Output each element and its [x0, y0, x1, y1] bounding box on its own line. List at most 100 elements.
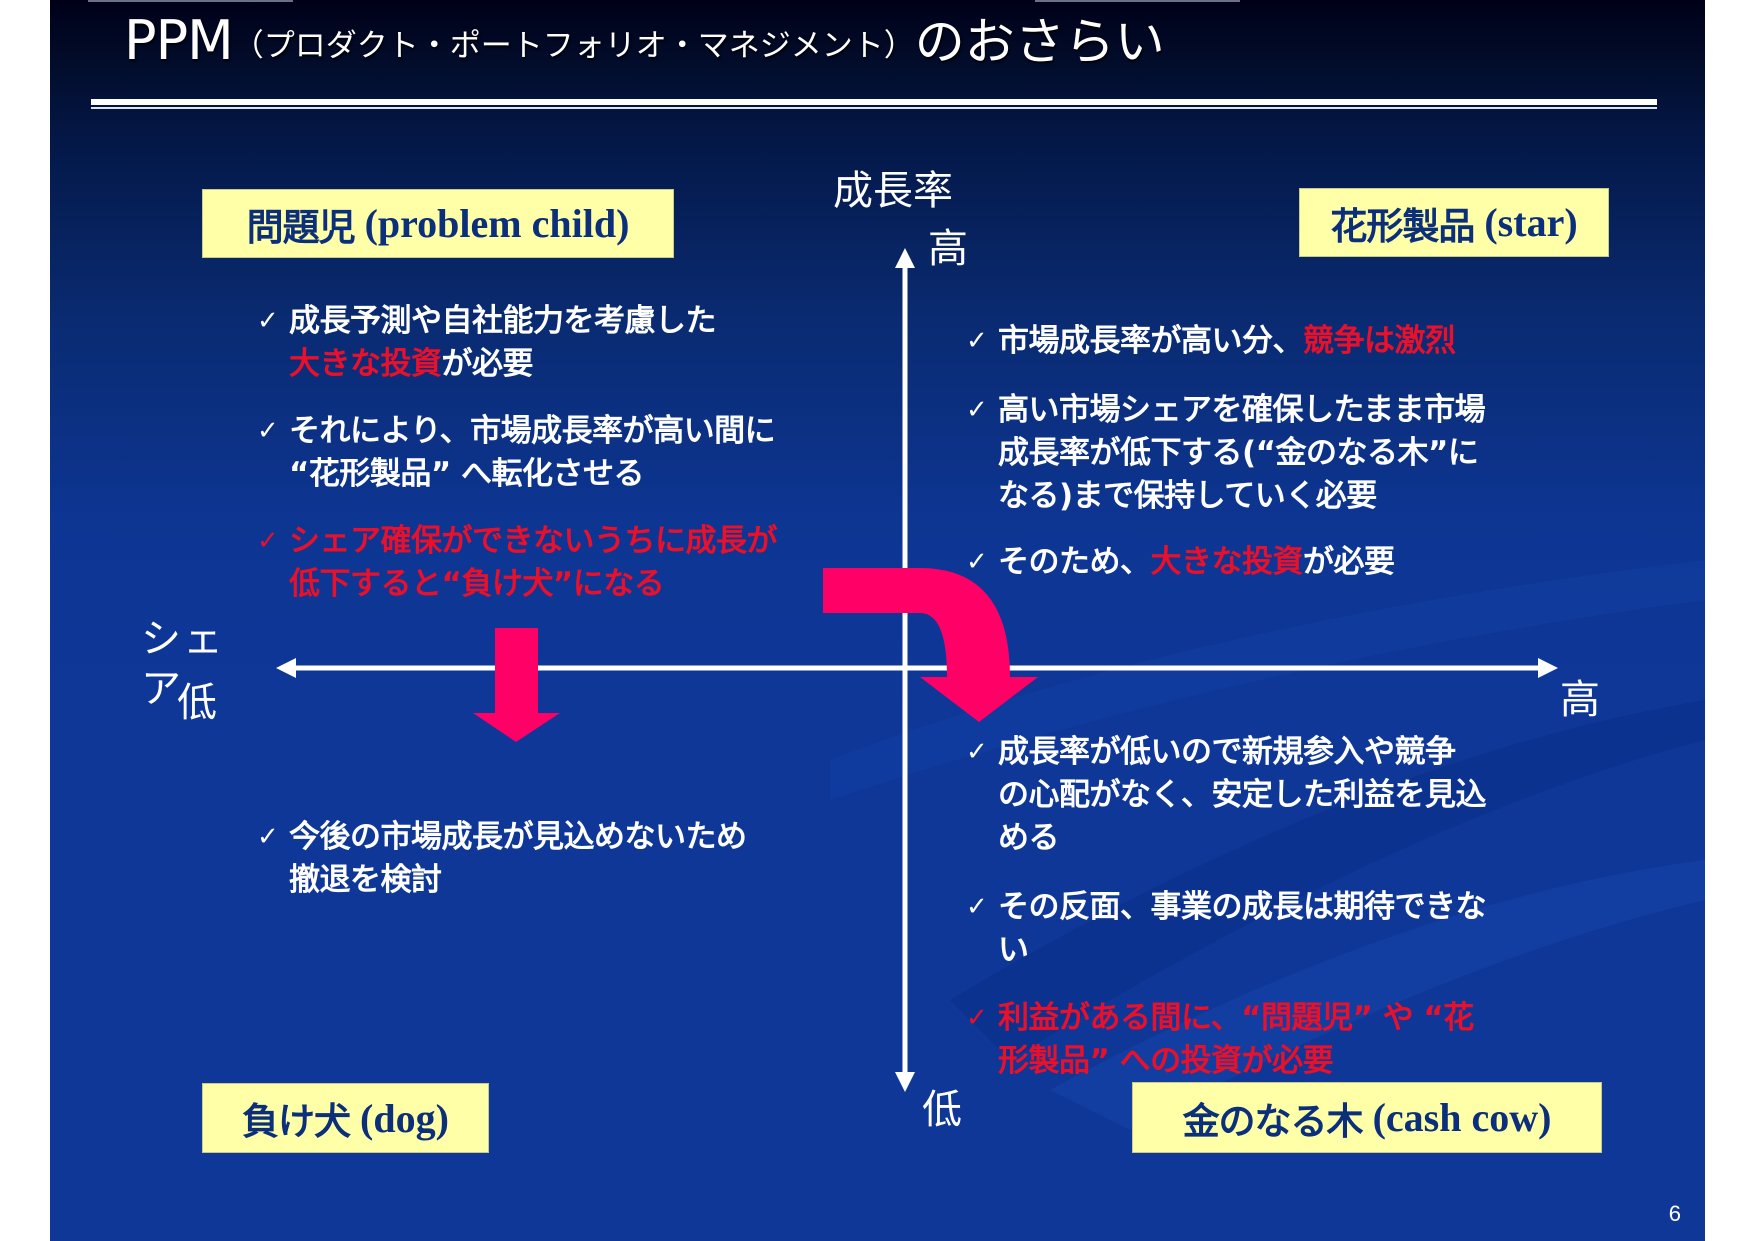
bullet-text: 市場成長率が高い分、 — [998, 323, 1304, 359]
bullet-line: それにより、市場成長率が高い間に — [289, 410, 776, 453]
bullet-item: ✓成長予測や自社能力を考慮した大きな投資が必要 — [257, 300, 717, 386]
emphasis-text: 低下すると“負け犬”になる — [289, 566, 665, 602]
label-jp: 問題児 — [246, 205, 356, 249]
bullet-line: 大きな投資が必要 — [289, 343, 716, 386]
bullet-line: 形製品” への投資が必要 — [998, 1040, 1474, 1083]
bullet-line: 低下すると“負け犬”になる — [289, 563, 777, 606]
title-main: PPM — [124, 9, 234, 72]
background-swoosh — [830, 560, 1705, 1130]
horizontal-axis-title: シェア低 — [141, 614, 231, 726]
bullet-item: ✓ シェア確保ができないうちに成長が低下すると“負け犬”になる — [257, 520, 778, 606]
bullet-item: ✓ 今後の市場成長が見込めないため撤退を検討 — [257, 816, 747, 902]
label-en: (star) — [1484, 200, 1578, 245]
checkmark-icon: ✓ — [257, 416, 279, 446]
ppm-matrix-axes — [276, 248, 1558, 1092]
bullet-text: “花形製品” へ転化させる — [289, 456, 645, 492]
emphasis-text: 競争は激烈 — [1303, 323, 1456, 359]
bullet-item: ✓ その反面、事業の成長は期待できない — [966, 886, 1487, 972]
emphasis-text: 形製品” への投資が必要 — [998, 1043, 1334, 1079]
bullet-line: なる)まで保持していく必要 — [998, 475, 1485, 518]
cash-cow-label: 金のなる木(cash cow) — [1132, 1082, 1602, 1153]
checkmark-icon: ✓ — [966, 1003, 988, 1033]
label-jp: 花形製品 — [1330, 204, 1475, 248]
bullet-text: 成長率が低下する(“金のなる木”に — [998, 435, 1479, 471]
bullet-text: める — [998, 820, 1060, 856]
bullet-line: 成長率が低いので新規参入や競争 — [998, 731, 1486, 774]
top-accent-line — [1035, 0, 1240, 2]
label-en: (problem child) — [364, 201, 630, 246]
dog-label: 負け犬(dog) — [202, 1083, 489, 1153]
bullet-line: シェア確保ができないうちに成長が — [289, 520, 778, 563]
problem-child-label: 問題児(problem child) — [202, 189, 674, 258]
bullet-line: “花形製品” へ転化させる — [289, 453, 775, 496]
top-accent-line — [88, 0, 293, 2]
bullet-line: その反面、事業の成長は期待できな — [998, 886, 1487, 929]
checkmark-icon: ✓ — [966, 737, 988, 767]
slide-title: PPM（プロダクト・ポートフォリオ・マネジメント）のおさらい — [124, 14, 1165, 68]
checkmark-icon: ✓ — [257, 822, 279, 852]
bullet-line: 市場成長率が高い分、競争は激烈 — [998, 320, 1456, 363]
bullet-item: ✓ それにより、市場成長率が高い間に “花形製品” へ転化させる — [257, 410, 776, 496]
vertical-axis-down-arrow-icon — [895, 1072, 915, 1092]
page-number: 6 — [1668, 1201, 1681, 1226]
bullet-line: 今後の市場成長が見込めないため — [289, 816, 747, 859]
bullet-line: 撤退を検討 — [289, 859, 747, 902]
bullet-line: そのため、大きな投資が必要 — [998, 541, 1395, 584]
bullet-item: ✓ そのため、大きな投資が必要 — [966, 541, 1395, 584]
title-sub: （プロダクト・ポートフォリオ・マネジメント） — [232, 28, 915, 64]
horizontal-axis-high-label: 高 — [1560, 677, 1600, 723]
horizontal-axis-low-label: 低 — [177, 680, 219, 726]
bullet-text: なる)まで保持していく必要 — [998, 478, 1377, 514]
checkmark-icon: ✓ — [966, 547, 988, 577]
bullet-text: が必要 — [1303, 544, 1395, 580]
slide: PPM（プロダクト・ポートフォリオ・マネジメント）のおさらい 成長率 高 低 シ… — [50, 0, 1705, 1241]
label-jp: 金のなる木 — [1182, 1099, 1364, 1143]
bullet-line: める — [998, 817, 1486, 860]
vertical-axis-title: 成長率 — [833, 168, 953, 214]
vertical-axis-up-arrow-icon — [895, 248, 915, 268]
vertical-axis-high-label: 高 — [928, 226, 968, 272]
emphasis-text: 利益がある間に、“問題児” や “花 — [998, 1000, 1474, 1036]
label-jp: 負け犬 — [242, 1100, 351, 1143]
title-tail: のおさらい — [914, 13, 1165, 71]
bullet-text: そのため、 — [998, 544, 1151, 580]
curved-arrow-icon — [823, 568, 1038, 722]
bullet-text: の心配がなく、安定した利益を見込 — [998, 777, 1487, 813]
emphasis-text: 大きな投資 — [1150, 544, 1304, 580]
checkmark-icon: ✓ — [257, 306, 279, 336]
checkmark-icon: ✓ — [257, 526, 279, 556]
checkmark-icon: ✓ — [966, 326, 988, 356]
bullet-text: い — [998, 932, 1029, 968]
bullet-text: その反面、事業の成長は期待できな — [998, 889, 1487, 925]
bullet-line: の心配がなく、安定した利益を見込 — [998, 774, 1487, 817]
label-en: (cash cow) — [1372, 1095, 1552, 1140]
emphasis-text: 大きな投資 — [289, 346, 442, 382]
title-underline — [91, 99, 1657, 105]
checkmark-icon: ✓ — [966, 892, 988, 922]
bullet-text: 高い市場シェアを確保したまま市場 — [998, 392, 1486, 428]
bullet-text: 成長率が低いので新規参入や競争 — [998, 734, 1456, 770]
bullet-text: 撤退を検討 — [289, 862, 442, 898]
vertical-axis-low-label: 低 — [922, 1087, 962, 1133]
down-arrow-icon — [473, 628, 560, 742]
checkmark-icon: ✓ — [966, 395, 988, 425]
bullet-item: ✓ 市場成長率が高い分、競争は激烈 — [966, 320, 1456, 363]
bullet-text: 今後の市場成長が見込めないため — [289, 819, 747, 855]
bullet-text: 成長予測や自社能力を考慮した — [289, 303, 717, 339]
emphasis-text: シェア確保ができないうちに成長が — [289, 523, 778, 559]
bullet-item: ✓ 高い市場シェアを確保したまま市場成長率が低下する(“金のなる木”になる)まで保… — [966, 389, 1486, 518]
label-en: (dog) — [360, 1095, 449, 1141]
star-label: 花形製品(star) — [1299, 188, 1609, 257]
bullet-line: 成長予測や自社能力を考慮した — [289, 300, 717, 343]
bullet-text: が必要 — [441, 346, 534, 382]
horizontal-axis-left-arrow-icon — [276, 658, 296, 678]
horizontal-axis-title-text: シェア — [141, 616, 225, 712]
bullet-item: ✓ 成長率が低いので新規参入や競争の心配がなく、安定した利益を見込める — [966, 731, 1487, 860]
bullet-line: 成長率が低下する(“金のなる木”に — [998, 432, 1485, 475]
bullet-line: 利益がある間に、“問題児” や “花 — [998, 997, 1474, 1040]
bullet-item: ✓ 利益がある間に、“問題児” や “花形製品” への投資が必要 — [966, 997, 1474, 1083]
bullet-text: それにより、市場成長率が高い間に — [289, 413, 776, 449]
title-underline-thin — [91, 107, 1657, 109]
horizontal-axis-right-arrow-icon — [1538, 658, 1558, 678]
bullet-line: 高い市場シェアを確保したまま市場 — [998, 389, 1486, 432]
